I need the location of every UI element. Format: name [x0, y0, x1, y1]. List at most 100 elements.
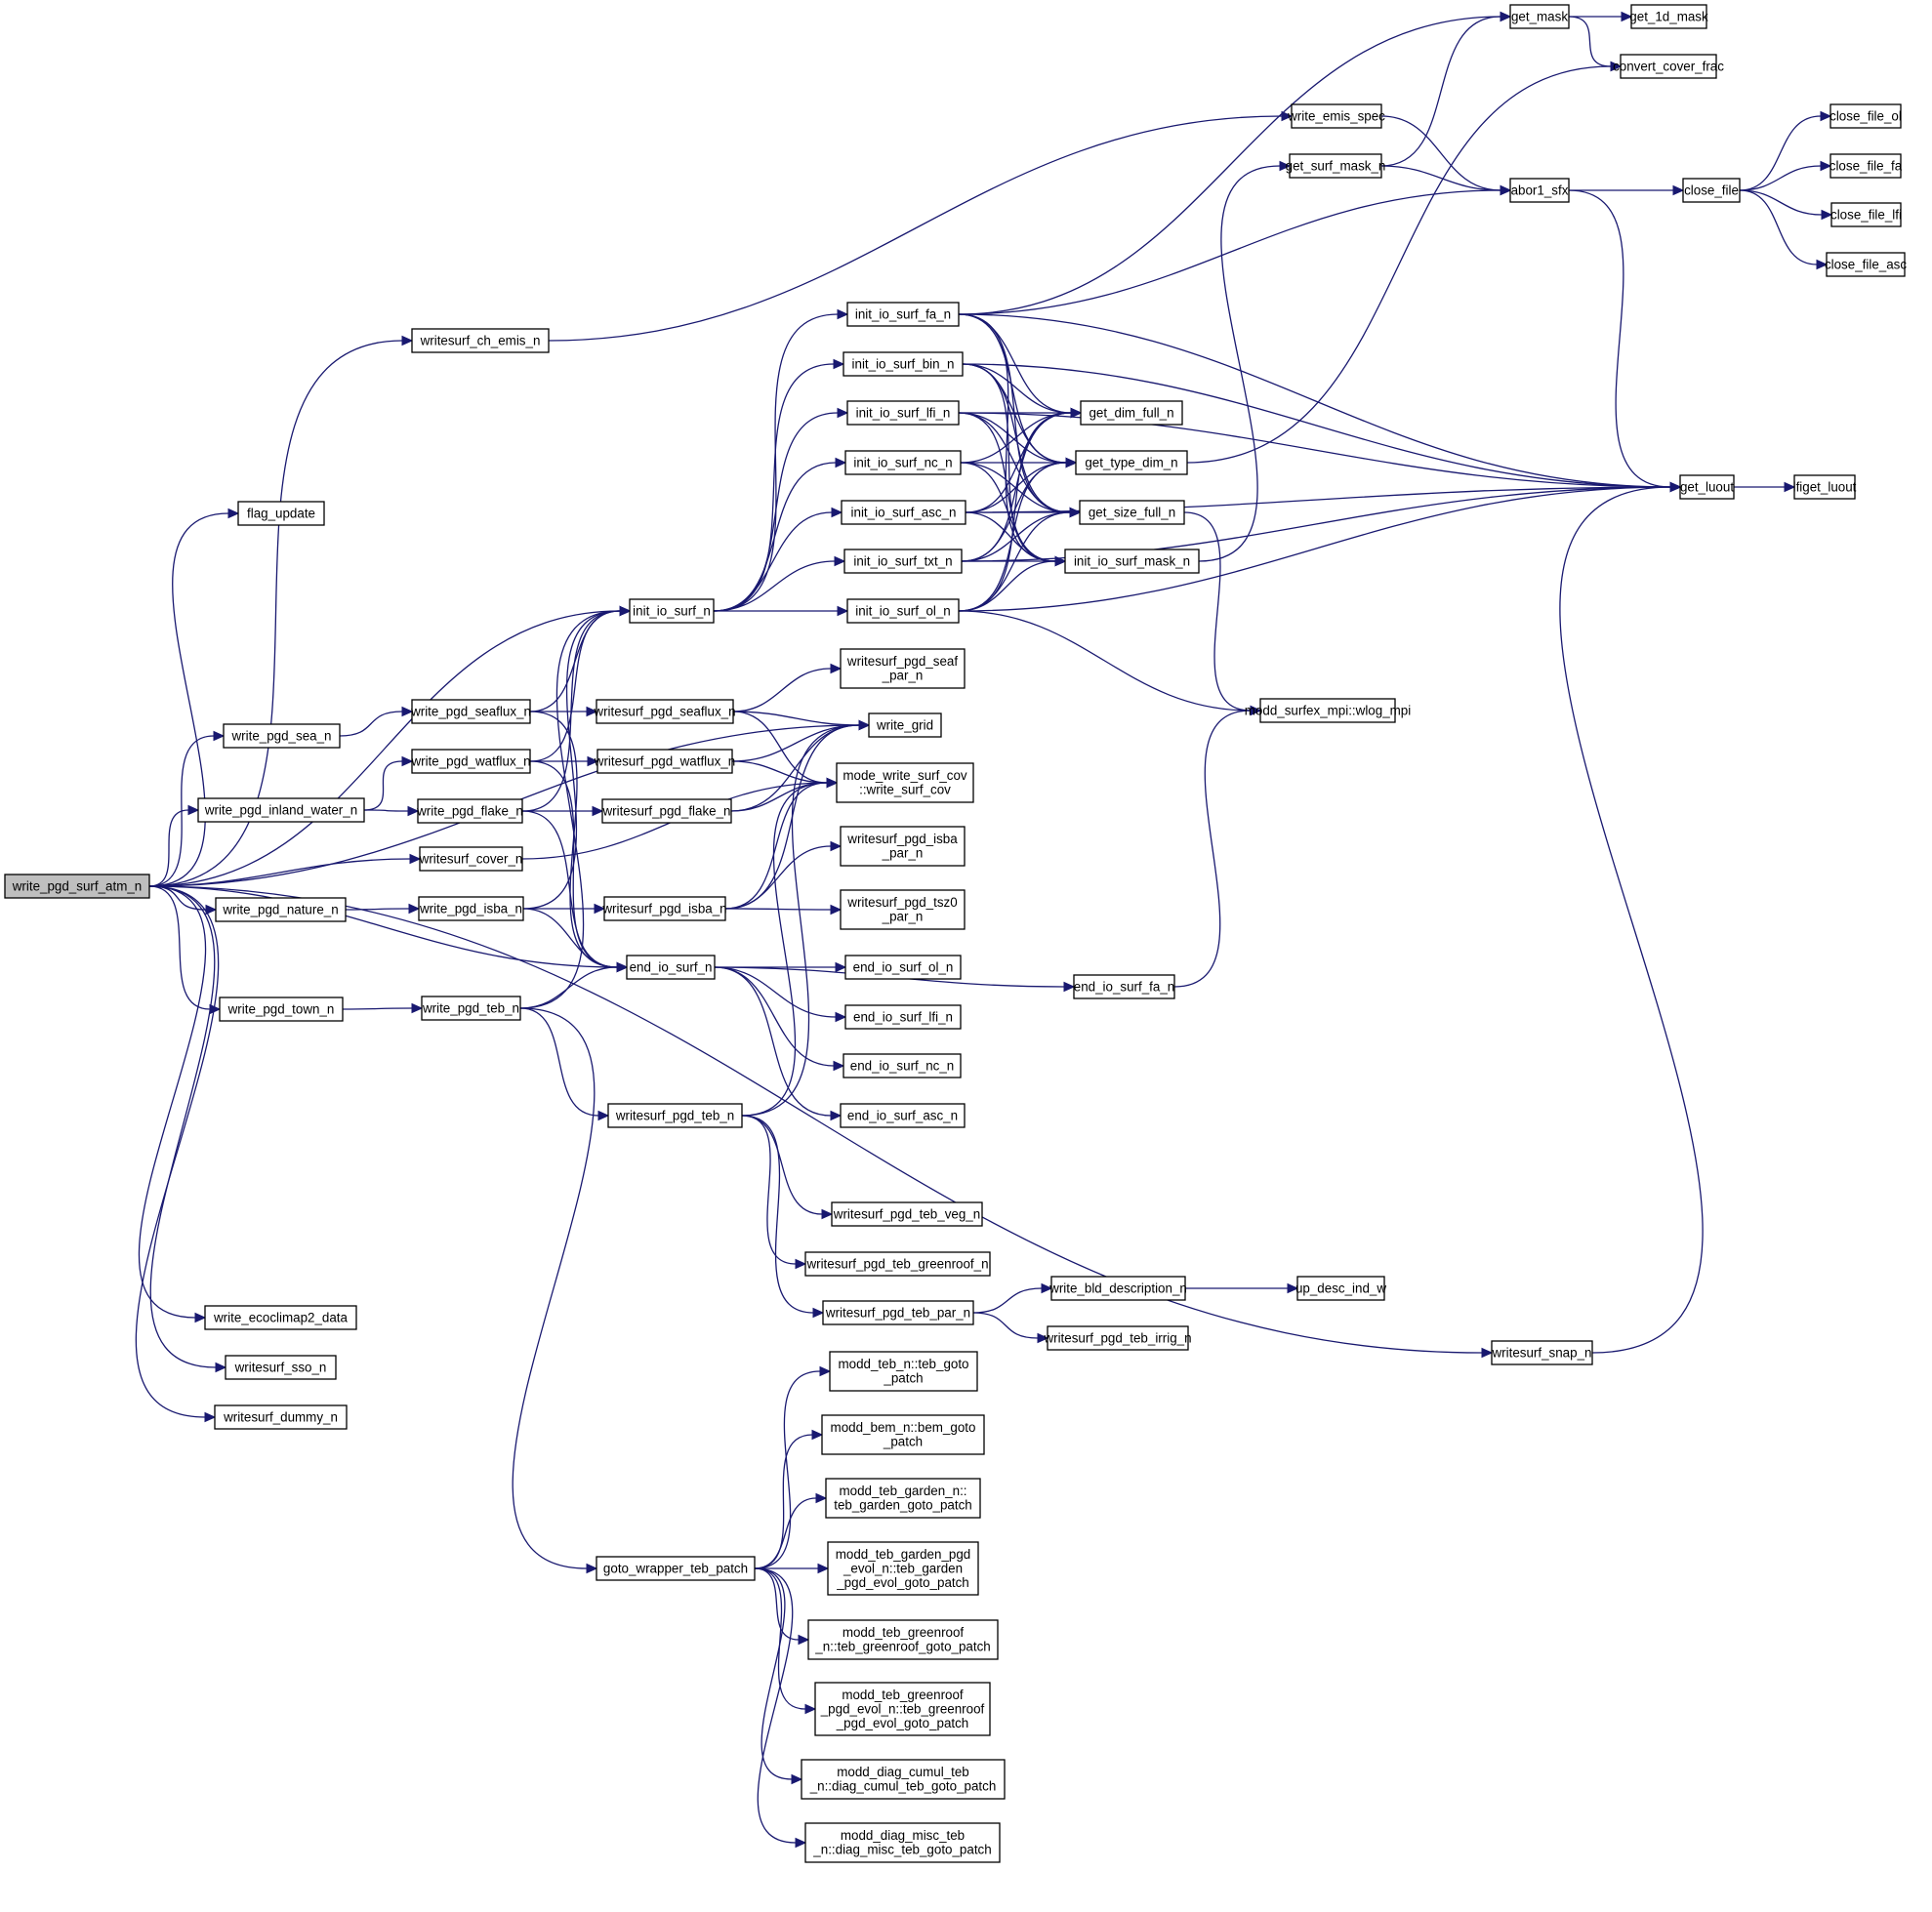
node-write-pgd-isba-n[interactable]: write_pgd_isba_n	[418, 896, 524, 921]
node-get-luout[interactable]: get_luout	[1679, 474, 1735, 500]
node-write-pgd-nature-n[interactable]: write_pgd_nature_n	[215, 897, 347, 922]
node-writesurf-pgd-isba-par-n[interactable]: writesurf_pgd_isba_par_n	[840, 826, 966, 867]
edge-write-pgd-surf-atm-n-to-write-pgd-inland-water-n	[148, 804, 200, 887]
node-writesurf-sso-n[interactable]: writesurf_sso_n	[225, 1355, 337, 1380]
node-box	[1829, 153, 1902, 179]
edge-close-file-to-close-file-lfi	[1739, 189, 1833, 221]
node-write-pgd-flake-n[interactable]: write_pgd_flake_n	[416, 798, 523, 824]
node-label: goto_wrapper_teb_patch	[603, 1561, 748, 1575]
nodes-layer: write_pgd_surf_atm_n flag_update writesurf…	[4, 4, 1907, 1863]
node-box	[831, 1201, 983, 1227]
node-get-1d-mask[interactable]: get_1d_mask	[1629, 4, 1708, 29]
node-end-io-surf-fa-n[interactable]: end_io_surf_fa_n	[1073, 974, 1175, 999]
node-init-io-surf-asc-n[interactable]: init_io_surf_asc_n	[841, 500, 966, 525]
node-close-file-lfi[interactable]: close_file_lfi	[1830, 202, 1902, 227]
node-writesurf-pgd-teb-irrig-n[interactable]: writesurf_pgd_teb_irrig_n	[1043, 1325, 1192, 1351]
node-lfiget-luout[interactable]: lfiget_luout	[1793, 474, 1857, 500]
node-write-pgd-watflux-n[interactable]: write_pgd_watflux_n	[410, 749, 531, 774]
node-close-file-asc[interactable]: close_file_asc	[1825, 252, 1907, 277]
node-label: get_type_dim_n	[1085, 455, 1177, 469]
node-write-pgd-surf-atm-n[interactable]: write_pgd_surf_atm_n	[4, 874, 150, 899]
node-writesurf-pgd-teb-par-n[interactable]: writesurf_pgd_teb_par_n	[822, 1300, 974, 1325]
node-writesurf-pgd-teb-veg-n[interactable]: writesurf_pgd_teb_veg_n	[831, 1201, 983, 1227]
edge-write-pgd-nature-n-to-write-pgd-isba-n	[345, 903, 421, 915]
node-end-io-surf-asc-n[interactable]: end_io_surf_asc_n	[840, 1103, 966, 1128]
edge-init-io-surf-bin-n-to-get-luout	[962, 363, 1682, 493]
arrowhead	[1250, 705, 1262, 716]
node-end-io-surf-nc-n[interactable]: end_io_surf_nc_n	[843, 1053, 962, 1078]
node-writesurf-pgd-seaf-par-n[interactable]: writesurf_pgd_seaf_par_n	[840, 648, 966, 689]
arrowhead	[1070, 407, 1083, 419]
node-init-io-surf-n[interactable]: init_io_surf_n	[629, 598, 715, 624]
node-init-io-surf-fa-n[interactable]: init_io_surf_fa_n	[846, 302, 960, 327]
node-get-size-full-n[interactable]: get_size_full_n	[1079, 500, 1185, 525]
node-get-type-dim-n[interactable]: get_type_dim_n	[1075, 450, 1188, 475]
node-modd-teb-greenroof-pgd-evol-n[interactable]: modd_teb_greenroof_pgd_evol_n::teb_green…	[814, 1682, 991, 1736]
node-modd-teb-garden-n[interactable]: modd_teb_garden_n::teb_garden_goto_patch	[825, 1478, 981, 1519]
arrowhead	[215, 1362, 227, 1373]
node-write-bld-description-n[interactable]: write_bld_description_n	[1048, 1276, 1187, 1301]
node-writesurf-pgd-tsz0-par-n[interactable]: writesurf_pgd_tsz0_par_n	[840, 889, 966, 930]
arrowhead	[1037, 1332, 1049, 1344]
node-writesurf-pgd-watflux-n[interactable]: writesurf_pgd_watflux_n	[594, 749, 735, 774]
node-write-ecoclimap2-data[interactable]: write_ecoclimap2_data	[204, 1305, 357, 1330]
node-write-pgd-sea-n[interactable]: write_pgd_sea_n	[223, 723, 341, 749]
node-end-io-surf-n[interactable]: end_io_surf_n	[626, 955, 716, 980]
node-writesurf-pgd-teb-n[interactable]: writesurf_pgd_teb_n	[607, 1103, 743, 1128]
edge-line	[135, 885, 220, 1418]
node-writesurf-snap-n[interactable]: writesurf_snap_n	[1491, 1340, 1593, 1365]
node-write-grid[interactable]: write_grid	[868, 712, 942, 738]
node-label: _n::teb_greenroof_goto_patch	[814, 1640, 990, 1654]
node-mode-write-surf-cov[interactable]: mode_write_surf_cov::write_surf_cov	[836, 762, 974, 803]
node-modd-surfex-mpi-wlog-mpi[interactable]: modd_surfex_mpi::wlog_mpi	[1245, 698, 1411, 723]
edge-line	[519, 1007, 599, 1117]
edge-init-io-surf-n-to-init-io-surf-asc-n	[713, 507, 843, 612]
node-init-io-surf-nc-n[interactable]: init_io_surf_nc_n	[844, 450, 962, 475]
node-init-io-surf-ol-n[interactable]: init_io_surf_ol_n	[846, 598, 960, 624]
node-up-desc-ind-w[interactable]: up_desc_ind_w	[1295, 1276, 1386, 1301]
node-init-io-surf-bin-n[interactable]: init_io_surf_bin_n	[843, 351, 964, 377]
node-init-io-surf-lfi-n[interactable]: init_io_surf_lfi_n	[846, 400, 960, 426]
node-init-io-surf-mask-n[interactable]: init_io_surf_mask_n	[1064, 549, 1200, 574]
node-close-file-ol[interactable]: close_file_ol	[1829, 103, 1902, 129]
node-writesurf-pgd-seaflux-n[interactable]: writesurf_pgd_seaflux_n	[593, 699, 736, 724]
node-end-io-surf-ol-n[interactable]: end_io_surf_ol_n	[844, 955, 962, 980]
node-goto-wrapper-teb-patch[interactable]: goto_wrapper_teb_patch	[596, 1556, 756, 1581]
node-write-pgd-teb-n[interactable]: write_pgd_teb_n	[421, 996, 521, 1021]
node-writesurf-ch-emis-n[interactable]: writesurf_ch_emis_n	[411, 328, 550, 353]
node-modd-diag-misc-teb-n[interactable]: modd_diag_misc_teb_n::diag_misc_teb_goto…	[804, 1822, 1001, 1863]
node-init-io-surf-txt-n[interactable]: init_io_surf_txt_n	[843, 549, 963, 574]
node-flag-update[interactable]: flag_update	[237, 501, 325, 526]
arrowhead	[187, 804, 200, 816]
node-label: init_io_surf_txt_n	[853, 553, 952, 568]
node-get-mask[interactable]: get_mask	[1509, 4, 1570, 29]
node-get-dim-full-n[interactable]: get_dim_full_n	[1080, 400, 1183, 426]
arrowhead	[1481, 1347, 1494, 1359]
node-modd-teb-greenroof-n[interactable]: modd_teb_greenroof_n::teb_greenroof_goto…	[807, 1619, 999, 1660]
node-abor1-sfx[interactable]: abor1_sfx	[1509, 178, 1570, 203]
node-writesurf-pgd-flake-n[interactable]: writesurf_pgd_flake_n	[601, 798, 732, 824]
node-box	[1491, 1340, 1593, 1365]
node-convert-cover-frac[interactable]: convert_cover_frac	[1613, 54, 1724, 79]
node-label: lfiget_luout	[1793, 479, 1857, 494]
node-writesurf-cover-n[interactable]: writesurf_cover_n	[419, 846, 523, 872]
node-writesurf-dummy-n[interactable]: writesurf_dummy_n	[214, 1404, 348, 1430]
node-end-io-surf-lfi-n[interactable]: end_io_surf_lfi_n	[844, 1004, 962, 1030]
node-write-pgd-inland-water-n[interactable]: write_pgd_inland_water_n	[197, 797, 365, 823]
arrowhead	[1287, 1282, 1299, 1294]
node-write-pgd-seaflux-n[interactable]: write_pgd_seaflux_n	[410, 699, 531, 724]
arrowhead	[1784, 481, 1796, 493]
node-modd-teb-n-teb-goto-patch[interactable]: modd_teb_n::teb_goto_patch	[829, 1351, 978, 1392]
node-close-file-fa[interactable]: close_file_fa	[1829, 153, 1903, 179]
node-get-surf-mask-n[interactable]: get_surf_mask_n	[1286, 153, 1386, 179]
node-write-emis-spec[interactable]: write_emis_spec	[1287, 103, 1385, 129]
node-modd-bem-n-bem-goto-patch[interactable]: modd_bem_n::bem_goto_patch	[821, 1414, 985, 1455]
node-label: write_pgd_isba_n	[419, 901, 522, 915]
node-modd-diag-cumul-teb-n[interactable]: modd_diag_cumul_teb_n::diag_cumul_teb_go…	[801, 1759, 1006, 1800]
node-writesurf-pgd-teb-greenroof-n[interactable]: writesurf_pgd_teb_greenroof_n	[804, 1251, 991, 1277]
node-label: writesurf_pgd_flake_n	[601, 803, 730, 818]
node-writesurf-pgd-isba-n[interactable]: writesurf_pgd_isba_n	[601, 896, 727, 921]
node-modd-teb-garden-pgd-evol-n[interactable]: modd_teb_garden_pgd_evol_n::teb_garden_p…	[827, 1541, 979, 1596]
node-write-pgd-town-n[interactable]: write_pgd_town_n	[219, 997, 344, 1022]
node-close-file[interactable]: close_file	[1682, 178, 1741, 203]
